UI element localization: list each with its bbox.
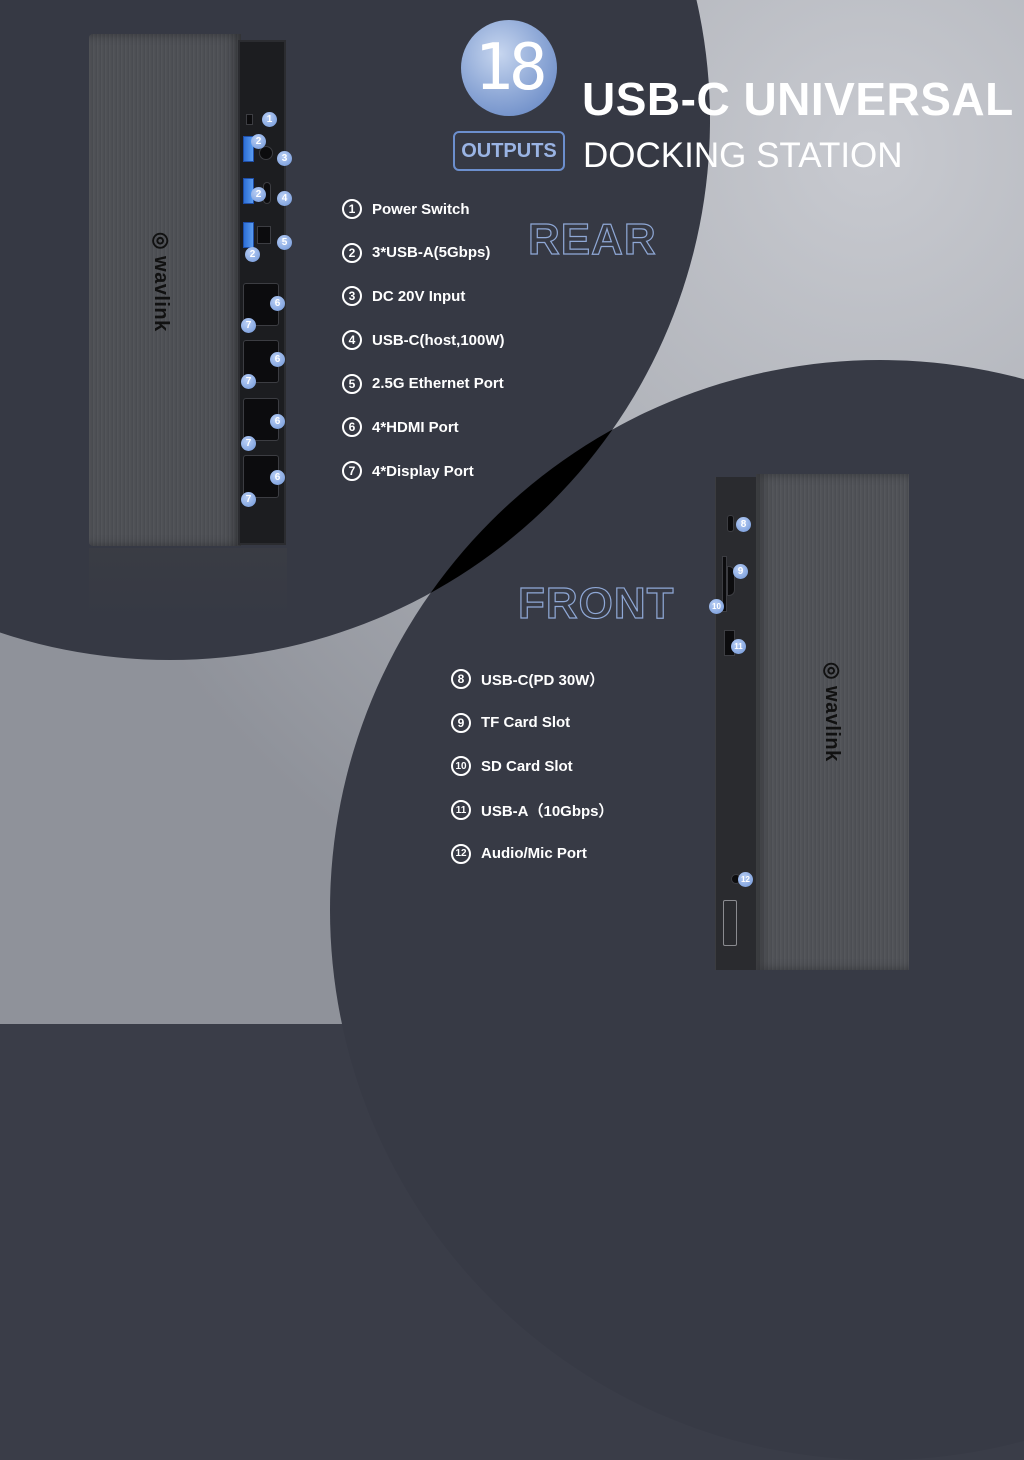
front-feature-item: 10 SD Card Slot xyxy=(451,755,614,777)
front-device-body xyxy=(756,474,909,970)
rear-device-body xyxy=(89,34,241,546)
brand-text: wavlink xyxy=(821,686,843,762)
outputs-count: 18 xyxy=(474,31,547,105)
callout-1: 1 xyxy=(262,112,277,127)
rear-feature-item: 2 3*USB-A(5Gbps) xyxy=(342,242,505,264)
usb-c-pd-port xyxy=(727,515,734,532)
number-circle-icon: 5 xyxy=(342,373,362,394)
callout-11: 11 xyxy=(731,639,746,654)
number-circle-icon: 12 xyxy=(451,843,471,864)
feature-label: USB-C(PD 30W） xyxy=(481,671,605,689)
rear-device-brand-logo: ◎ wavlink xyxy=(149,232,174,332)
number-circle-icon: 10 xyxy=(451,756,471,777)
callout-2a: 2 xyxy=(251,134,266,149)
usb-a-port-3 xyxy=(243,222,254,248)
rear-feature-item: 3 DC 20V Input xyxy=(342,285,505,307)
feature-label: SD Card Slot xyxy=(481,757,573,775)
callout-5: 5 xyxy=(277,235,292,250)
number-circle-icon: 3 xyxy=(342,286,362,307)
callout-6a: 6 xyxy=(270,296,285,311)
callout-10: 10 xyxy=(709,599,724,614)
outputs-count-badge: 18 xyxy=(461,20,557,116)
tf-card-slot xyxy=(727,566,735,596)
callout-7a: 7 xyxy=(241,318,256,333)
sd-card-slot xyxy=(722,556,727,612)
number-circle-icon: 7 xyxy=(342,461,362,482)
rear-feature-item: 5 2.5G Ethernet Port xyxy=(342,373,505,395)
front-feature-item: 12 Audio/Mic Port xyxy=(451,843,614,865)
rear-feature-list: 1 Power Switch 2 3*USB-A(5Gbps) 3 DC 20V In… xyxy=(342,198,505,504)
callout-7b: 7 xyxy=(241,374,256,389)
feature-label: 4*HDMI Port xyxy=(372,418,459,436)
hdmi-dp-pair-3 xyxy=(243,398,279,441)
feature-label: 2.5G Ethernet Port xyxy=(372,375,504,393)
number-circle-icon: 4 xyxy=(342,330,362,351)
number-circle-icon: 6 xyxy=(342,417,362,438)
front-feature-item: 8 USB-C(PD 30W） xyxy=(451,668,614,690)
front-feature-item: 11 USB-A（10Gbps） xyxy=(451,799,614,821)
feature-label: Audio/Mic Port xyxy=(481,845,587,863)
rear-feature-item: 6 4*HDMI Port xyxy=(342,416,505,438)
callout-2c: 2 xyxy=(245,247,260,262)
number-circle-icon: 9 xyxy=(451,712,471,733)
callout-6d: 6 xyxy=(270,470,285,485)
callout-2b: 2 xyxy=(251,187,266,202)
brand-text: wavlink xyxy=(150,256,172,332)
feature-label: 3*USB-A(5Gbps) xyxy=(372,244,491,262)
dc-input-port xyxy=(259,146,273,160)
wavlink-logo-icon: ◎ xyxy=(821,662,843,687)
feature-label: Power Switch xyxy=(372,200,470,218)
feature-label: USB-C(host,100W) xyxy=(372,331,505,349)
front-device-brand-logo: ◎ wavlink xyxy=(820,662,845,762)
page-subtitle: DOCKING STATION xyxy=(583,136,903,175)
displaylink-badge xyxy=(723,900,737,946)
callout-8: 8 xyxy=(736,517,751,532)
feature-label: 4*Display Port xyxy=(372,462,474,480)
rear-feature-item: 4 USB-C(host,100W) xyxy=(342,329,505,351)
outputs-label: OUTPUTS xyxy=(453,131,565,171)
power-switch-port xyxy=(246,114,253,125)
feature-label: USB-A（10Gbps） xyxy=(481,802,614,820)
rear-label: REAR xyxy=(527,214,657,264)
rear-feature-item: 1 Power Switch xyxy=(342,198,505,220)
rear-feature-item: 7 4*Display Port xyxy=(342,460,505,482)
callout-3: 3 xyxy=(277,151,292,166)
number-circle-icon: 1 xyxy=(342,199,362,219)
callout-7d: 7 xyxy=(241,492,256,507)
number-circle-icon: 2 xyxy=(342,242,362,263)
callout-6c: 6 xyxy=(270,414,285,429)
number-circle-icon: 8 xyxy=(451,669,471,689)
number-circle-icon: 11 xyxy=(451,800,471,821)
callout-9: 9 xyxy=(733,564,748,579)
front-port-panel xyxy=(715,477,758,970)
callout-4: 4 xyxy=(277,191,292,206)
wavlink-logo-icon: ◎ xyxy=(150,232,172,257)
rear-device-reflection xyxy=(89,548,287,618)
feature-label: TF Card Slot xyxy=(481,714,571,732)
callout-7c: 7 xyxy=(241,436,256,451)
front-feature-list: 8 USB-C(PD 30W） 9 TF Card Slot 10 SD Card S… xyxy=(451,668,614,886)
page-title: USB-C UNIVERSAL xyxy=(582,73,1014,125)
callout-6b: 6 xyxy=(270,352,285,367)
ethernet-port xyxy=(257,226,271,244)
front-feature-item: 9 TF Card Slot xyxy=(451,712,614,734)
feature-label: DC 20V Input xyxy=(372,287,466,305)
front-label: FRONT xyxy=(517,578,675,628)
callout-12: 12 xyxy=(738,872,753,887)
usb-a-port-1 xyxy=(243,136,254,162)
